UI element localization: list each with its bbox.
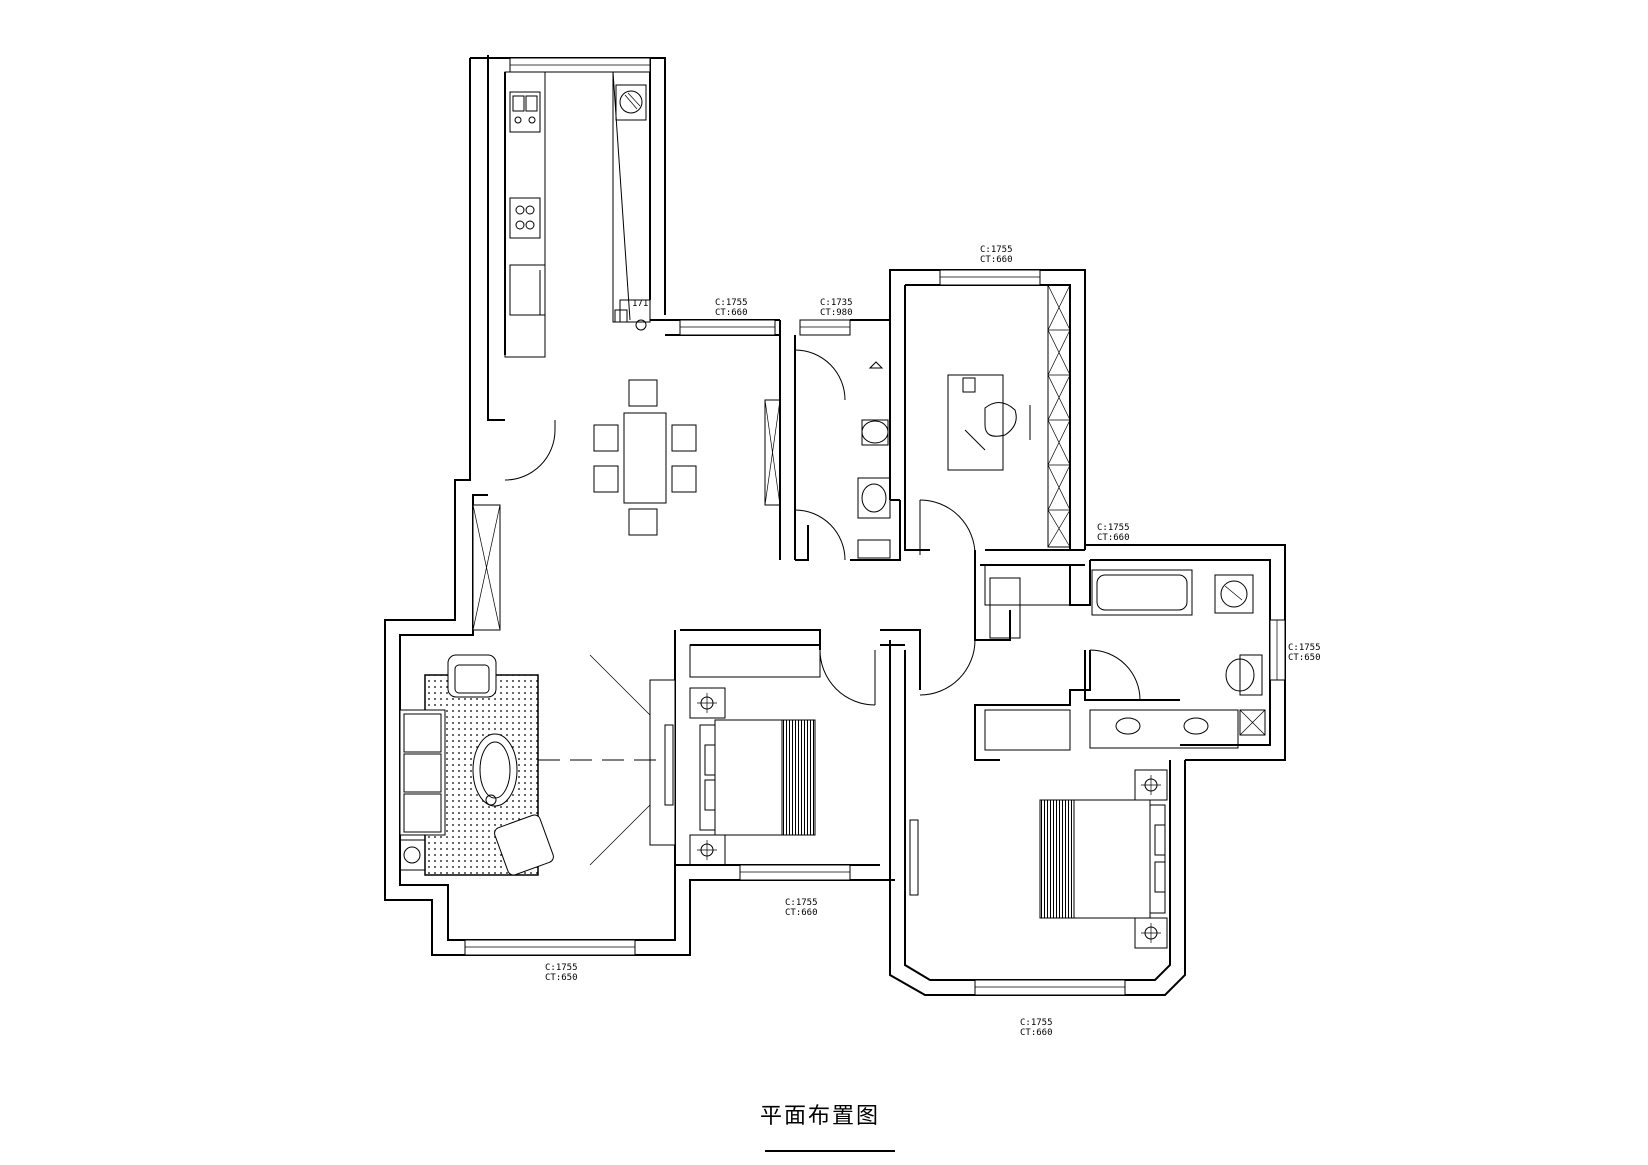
pipe-mark-label: 171 [632,299,648,309]
side-window-label-1: C:1755 [1288,643,1321,653]
wardrobes [689,564,1071,751]
bedroom2-window-label-2: CT:660 [785,908,818,918]
master-bath-fixtures [1089,569,1266,749]
study-window-label-1: C:1755 [980,245,1013,255]
doors [504,349,1141,706]
living-window-label-2: CT:650 [545,973,578,983]
plan-title: 平面布置图 [759,1104,880,1129]
bath-window-label-2: CT:980 [820,308,853,318]
opening-labels: C:1755 CT:660 C:1735 CT:980 C:1755 CT:66… [545,245,1321,1038]
dining-set [593,379,697,536]
living-room-furniture [399,504,676,876]
title-underline [765,1150,895,1152]
bedroom2-window-label-1: C:1755 [785,898,818,908]
living-window-label-1: C:1755 [545,963,578,973]
study-fixtures [947,284,1071,548]
kitchen-fixtures [504,71,651,358]
bath-window-label-1: C:1735 [820,298,853,308]
guest-bathroom-fixtures [857,361,891,559]
master-bedroom-window-label-2: CT:660 [1020,1028,1053,1038]
master-bedroom-furniture [909,769,1168,949]
master-bath-window-label-2: CT:660 [1097,533,1130,543]
windows [464,57,1286,996]
side-window-label-2: CT:650 [1288,653,1321,663]
master-bath-window-label-1: C:1755 [1097,523,1130,533]
kitchen-window-label-2: CT:660 [715,308,748,318]
kitchen-window-label-1: C:1755 [715,298,748,308]
bedroom2-furniture [689,687,816,866]
sideboard [764,399,781,506]
master-bedroom-window-label-1: C:1755 [1020,1018,1053,1028]
study-window-label-2: CT:660 [980,255,1013,265]
